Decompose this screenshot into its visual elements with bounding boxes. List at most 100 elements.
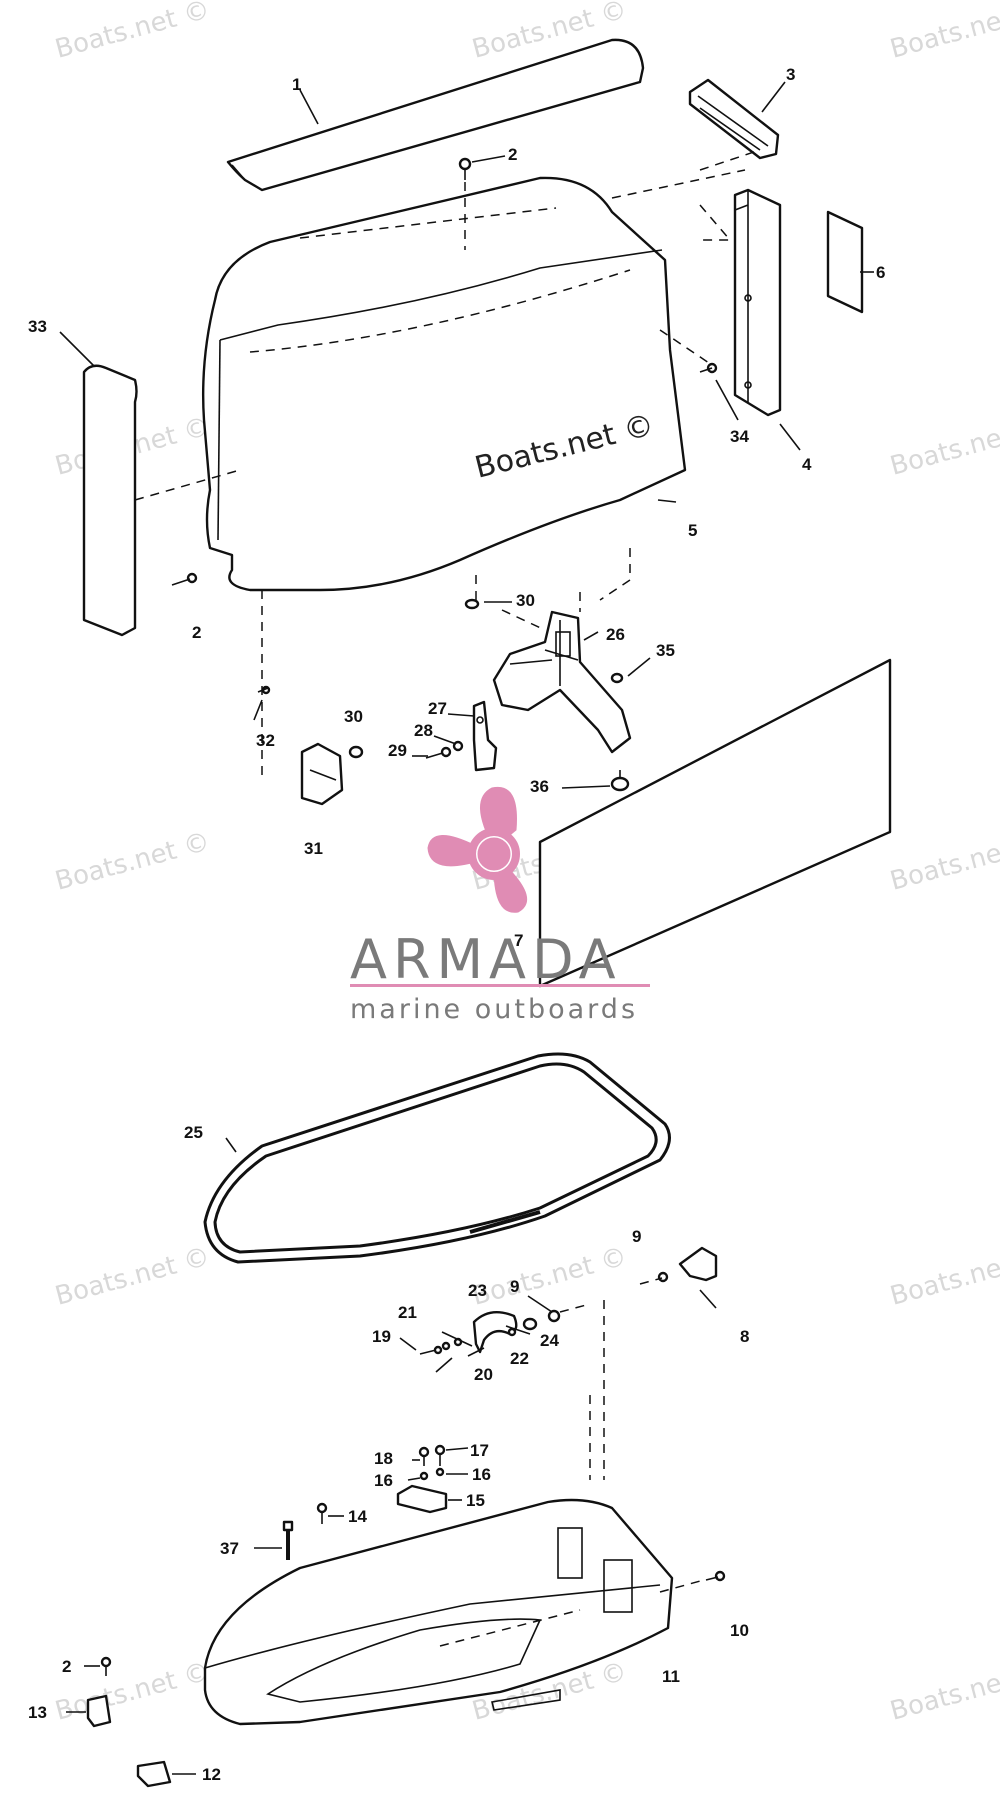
part-5-top-cowl	[201, 176, 687, 592]
label-part-2: 2	[508, 145, 517, 164]
label-part-4: 4	[802, 455, 812, 474]
part-6-label-plate	[826, 210, 864, 314]
part-16-washer-left	[419, 1471, 429, 1481]
part-36-grommet	[610, 770, 630, 792]
label-part-18: 18	[374, 1449, 393, 1468]
part-24-bushing	[522, 1317, 538, 1331]
part-4-rear-bracket	[733, 188, 782, 417]
part-35-nut	[610, 672, 624, 684]
part-9-washer-right	[657, 1271, 669, 1283]
label-part-8: 8	[740, 1327, 749, 1346]
label-part-14: 14	[348, 1507, 367, 1526]
part-27-latch	[472, 700, 498, 772]
part-34-screw	[699, 362, 718, 374]
part-1-trim-strip	[226, 38, 645, 192]
logo-wordmark: ARMADA	[350, 928, 622, 991]
label-part-30: 30	[344, 707, 363, 726]
watermark: Boats.net	[887, 1666, 1000, 1727]
watermark: Boats.net	[887, 421, 1000, 482]
part-20-washer	[441, 1341, 451, 1351]
part-33-side-trim	[82, 364, 138, 637]
label-part-5: 5	[688, 521, 697, 540]
part-32-screw	[257, 685, 271, 695]
part-11-bottom-cowl	[203, 1498, 674, 1726]
label-part-24: 24	[540, 1331, 559, 1350]
part-9-washer-left	[547, 1309, 561, 1323]
label-part-13: 13	[28, 1703, 47, 1722]
logo-tagline: marine outboards	[350, 994, 638, 1025]
label-part-15: 15	[466, 1491, 485, 1510]
watermark: Boats.net	[887, 4, 1000, 65]
part-22-washer	[507, 1327, 517, 1337]
part-30-nut-top	[464, 598, 480, 610]
part-14-screw	[316, 1502, 328, 1524]
label-part-16: 16	[374, 1471, 393, 1490]
part-number-labels: 1 2 3 33 6 34 4 5 2 30 26 35 27 30 28 29…	[28, 65, 885, 1784]
label-part-6: 6	[876, 263, 885, 282]
part-10-screw	[705, 1570, 726, 1582]
part-2-screw-left	[171, 572, 198, 586]
label-part-27: 27	[428, 699, 447, 718]
part-12-latch	[136, 1760, 172, 1788]
label-part-28: 28	[414, 721, 433, 740]
leader-lines	[59, 81, 874, 1775]
label-part-7: 7	[514, 931, 523, 950]
armada-logo: ARMADA marine outboards	[350, 786, 650, 1025]
label-part-25: 25	[184, 1123, 203, 1142]
watermark: Boats.net ©	[52, 1242, 213, 1312]
label-part-21: 21	[398, 1303, 417, 1322]
part-18-screw	[418, 1446, 430, 1466]
label-part-29: 29	[388, 741, 407, 760]
label-part-31: 31	[304, 839, 323, 858]
label-part-1: 1	[292, 75, 301, 94]
watermark: Boats.net ©	[52, 1657, 213, 1727]
label-part-36: 36	[530, 777, 549, 796]
part-15-plate	[396, 1484, 448, 1514]
label-part-2: 2	[192, 623, 201, 642]
label-part-12: 12	[202, 1765, 221, 1784]
label-part-35: 35	[656, 641, 675, 660]
label-part-3: 3	[786, 65, 795, 84]
latch-bracket-group	[257, 592, 632, 806]
part-3-handle	[688, 78, 780, 160]
label-part-26: 26	[606, 625, 625, 644]
part-8-lever	[678, 1246, 718, 1309]
part-37-bolt	[282, 1520, 294, 1560]
label-part-16: 16	[472, 1465, 491, 1484]
label-part-10: 10	[730, 1621, 749, 1640]
propeller-icon	[427, 786, 527, 913]
label-part-2: 2	[62, 1657, 71, 1676]
label-part-11: 11	[662, 1667, 680, 1686]
linkage-parts	[419, 1246, 718, 1480]
label-part-22: 22	[510, 1349, 529, 1368]
part-25-seal	[203, 1052, 671, 1264]
label-part-32: 32	[256, 731, 275, 750]
top-cowl-assembly	[82, 38, 864, 780]
part-2-screw-top	[458, 157, 472, 180]
label-part-23: 23	[468, 1281, 487, 1300]
part-7-sheet	[538, 658, 892, 988]
label-part-33: 33	[28, 317, 47, 336]
label-part-9: 9	[632, 1227, 641, 1246]
label-part-30: 30	[516, 591, 535, 610]
watermark: Boats.net ©	[469, 1242, 630, 1312]
part-13-clip	[86, 1694, 112, 1728]
label-part-19: 19	[372, 1327, 391, 1346]
bottom-cowl-assembly	[86, 1444, 726, 1788]
part-29-screw	[425, 746, 452, 759]
label-part-17: 17	[470, 1441, 489, 1460]
label-part-20: 20	[474, 1365, 493, 1384]
watermark: Boats.net ©	[52, 0, 213, 65]
watermark: Boats.net	[887, 1251, 1000, 1312]
part-19-screw	[419, 1345, 443, 1355]
logo-underline	[350, 984, 650, 987]
part-17-screw	[434, 1444, 446, 1466]
label-part-9: 9	[510, 1277, 519, 1296]
label-part-34: 34	[730, 427, 749, 446]
watermark: Boats.net	[887, 836, 1000, 897]
part-26-latch-bracket	[492, 610, 632, 754]
watermark: Boats.net ©	[52, 827, 213, 897]
part-30-nut-lower	[348, 745, 364, 759]
part-16-washer-right	[435, 1467, 445, 1477]
